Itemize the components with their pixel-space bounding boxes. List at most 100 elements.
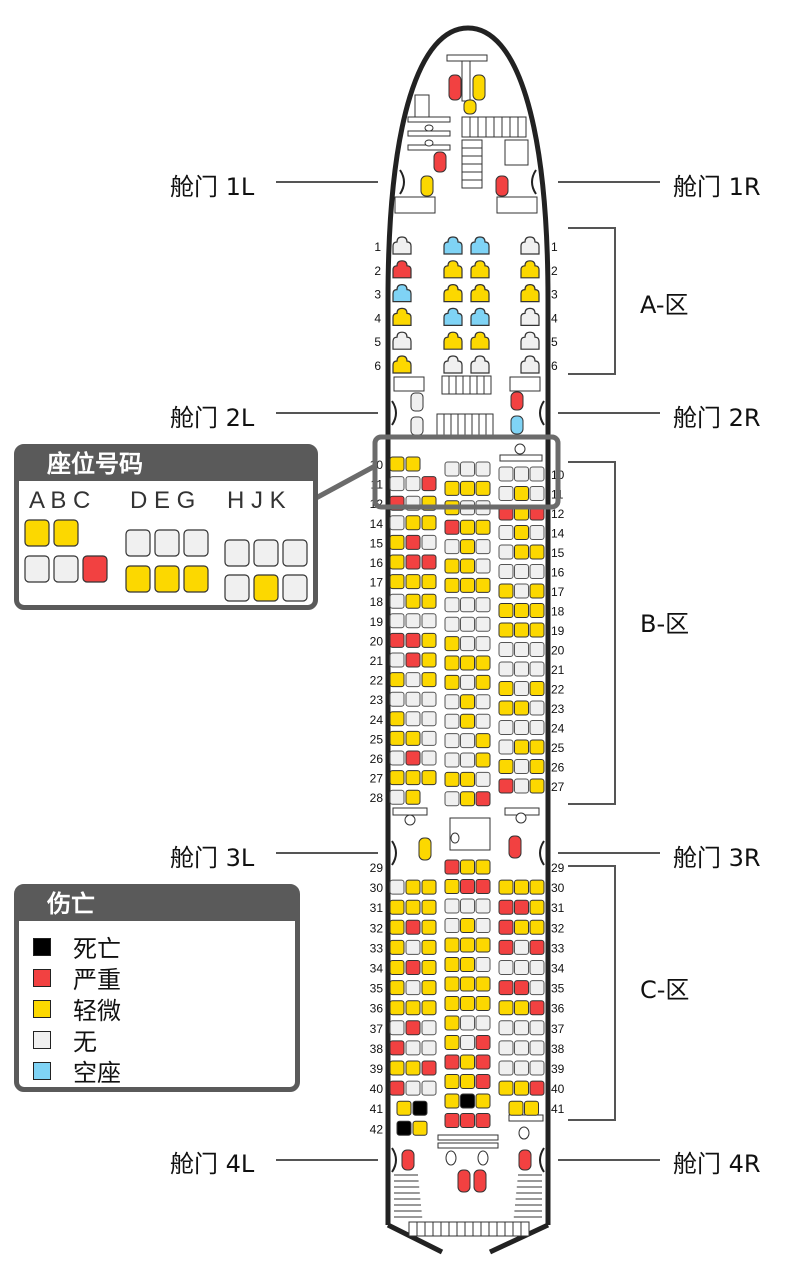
seat-severe (444, 859, 460, 875)
stair-step (461, 171, 483, 181)
seat-minor (529, 778, 545, 794)
galley-cart (432, 1221, 442, 1237)
seat-minor (460, 976, 475, 992)
seat-severe (421, 554, 437, 570)
seat-none (475, 771, 491, 787)
seat-minor (498, 1000, 514, 1016)
first-class-seat-none (470, 355, 490, 374)
row-number: 27 (370, 772, 384, 786)
galley-cart (478, 413, 487, 437)
seat-minor (514, 544, 529, 560)
legend-label-severe: 严重 (73, 966, 121, 994)
seat-dead (412, 1100, 428, 1116)
row-number: 3 (374, 288, 381, 302)
seat-minor (444, 558, 460, 574)
seat-none (460, 752, 475, 768)
seat-severe (405, 750, 421, 766)
seat-severe (405, 919, 421, 935)
callout-connector (314, 463, 377, 501)
seat-severe (405, 960, 421, 975)
legend-seat-minor (24, 519, 50, 547)
row-number: 2 (374, 264, 381, 278)
seat-none (405, 1080, 421, 1096)
seat-minor (529, 879, 545, 895)
swatch-none (33, 1030, 51, 1049)
stair-step (461, 147, 483, 157)
first-class-seat-none (520, 236, 540, 255)
seat-none (405, 613, 421, 629)
galley-cart (440, 1221, 450, 1237)
seat-none (421, 1040, 437, 1056)
crew-seat-severe (473, 1169, 487, 1193)
seat-minor (444, 976, 460, 992)
seat-none (529, 960, 545, 975)
crew-seat-severe (448, 74, 462, 101)
seat-none (460, 733, 475, 749)
row-number: 33 (551, 941, 565, 955)
tail-left (386, 1222, 444, 1255)
sink-icon (514, 443, 526, 455)
seat-none (475, 558, 491, 574)
seat-minor (475, 674, 491, 690)
row-number: 36 (370, 1002, 384, 1016)
first-class-seat-empty (443, 236, 463, 255)
door-4l-icon (391, 1147, 397, 1173)
seat-minor (444, 957, 460, 972)
galley-cart (469, 116, 479, 138)
seat-none (389, 789, 405, 805)
seat-minor (421, 593, 437, 609)
legend-seat-none (282, 539, 308, 567)
seat-severe (475, 1054, 491, 1070)
seat-minor (396, 1100, 412, 1116)
seat-minor (529, 622, 545, 638)
row-number: 40 (551, 1082, 565, 1096)
jumpseat-box (394, 196, 436, 214)
seat-none (460, 1035, 475, 1050)
galley-cart (461, 116, 471, 138)
seat-none (405, 939, 421, 955)
seat-minor (444, 1074, 460, 1089)
seat-minor (444, 1093, 460, 1109)
galley-cart (441, 375, 450, 395)
seat-none (389, 515, 405, 531)
seat-severe (498, 899, 514, 915)
seat-none (389, 691, 405, 707)
seat-none (498, 466, 514, 482)
seat-minor (475, 480, 491, 496)
seat-none (514, 939, 529, 955)
seat-legend-title: 座位号码 (19, 449, 313, 481)
galley-cart (480, 1221, 490, 1237)
galley-shelf (437, 1134, 499, 1141)
seat-none (444, 898, 460, 914)
seat-minor (529, 603, 545, 618)
sink-icon (404, 814, 416, 826)
highlight-rows-10-12 (372, 434, 561, 510)
seat-none (389, 879, 405, 895)
seat-none (389, 750, 405, 766)
seat-none (444, 539, 460, 555)
galley-cart (464, 413, 473, 437)
sink-icon (445, 1150, 457, 1166)
row-number: 6 (374, 359, 381, 373)
seat-none (444, 616, 460, 632)
seat-minor (514, 700, 529, 716)
seat-none (498, 720, 514, 735)
seat-minor (421, 1000, 437, 1016)
seat-severe (421, 1060, 437, 1076)
door-3l-label: 舱门 3L (170, 844, 255, 872)
seat-none (405, 476, 421, 492)
seat-none (475, 461, 491, 477)
seat-minor (421, 960, 437, 975)
row-number: 24 (551, 722, 565, 736)
seat-minor (389, 770, 405, 786)
galley-cart (424, 1221, 434, 1237)
seat-minor (460, 558, 475, 574)
row-number: 36 (551, 1002, 565, 1016)
galley-cart (464, 1221, 474, 1237)
row-number: 26 (370, 752, 384, 766)
seat-minor (405, 730, 421, 746)
seat-group-abc-letters: A B C (29, 487, 91, 514)
stair-step (461, 163, 483, 173)
seat-minor (460, 655, 475, 671)
row-number: 33 (370, 941, 384, 955)
